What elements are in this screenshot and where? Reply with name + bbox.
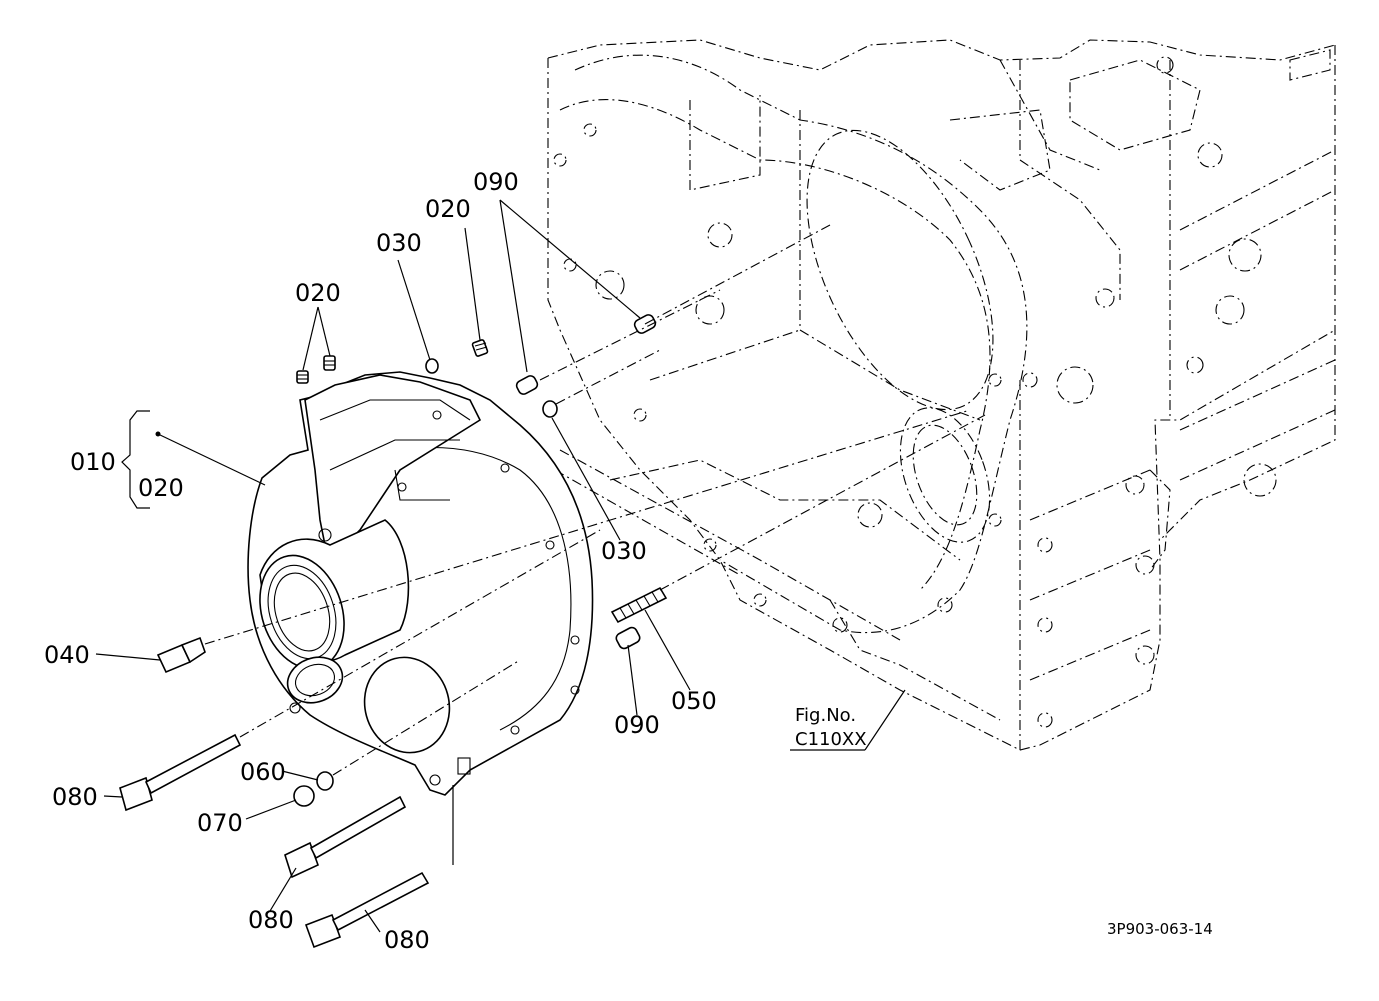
transmission-case-outline: [547, 39, 1336, 751]
callout-080-top: 080: [52, 783, 98, 811]
drawing-code: 3P903-063-14: [1107, 920, 1213, 938]
callout-090-lower: 090: [614, 711, 660, 739]
callout-050: 050: [671, 687, 717, 715]
nut-070: [293, 785, 315, 807]
plug-020-left: [296, 370, 309, 384]
callout-020-pair: 020: [295, 279, 341, 307]
hex-bolt-080-top: [119, 733, 242, 812]
fig-no-label: Fig.No.: [795, 705, 856, 726]
plug-020-single: [471, 339, 489, 357]
hex-bolt-080-middle: [284, 795, 407, 879]
callout-020-single: 020: [425, 195, 471, 223]
fig-no-number: C110XX: [795, 729, 867, 750]
hex-bolt-080-bottom: [304, 871, 430, 949]
callout-060: 060: [240, 758, 286, 786]
callout-030-upper: 030: [376, 229, 422, 257]
callout-010: 010: [70, 448, 116, 476]
callout-090-upper: 090: [473, 168, 519, 196]
callout-080-middle: 080: [248, 906, 294, 934]
spring-washer-060: [316, 771, 334, 791]
callout-030-lower: 030: [601, 537, 647, 565]
stud-bolt-050: [610, 586, 668, 624]
callout-070: 070: [197, 809, 243, 837]
callout-020-bracket: 020: [138, 474, 184, 502]
plug-020-right: [323, 355, 336, 371]
dowel-pin-090-lower: [615, 626, 641, 650]
plug-bolt-040: [156, 636, 206, 674]
leader-lines: [95, 199, 986, 933]
front-cover-housing: [247, 371, 594, 796]
callout-080-bottom: 080: [384, 926, 430, 954]
o-ring-030-upper: [425, 358, 439, 374]
dowel-pin-090-upper: [515, 375, 539, 395]
callout-040: 040: [44, 641, 90, 669]
o-ring-030-lower: [542, 400, 558, 418]
